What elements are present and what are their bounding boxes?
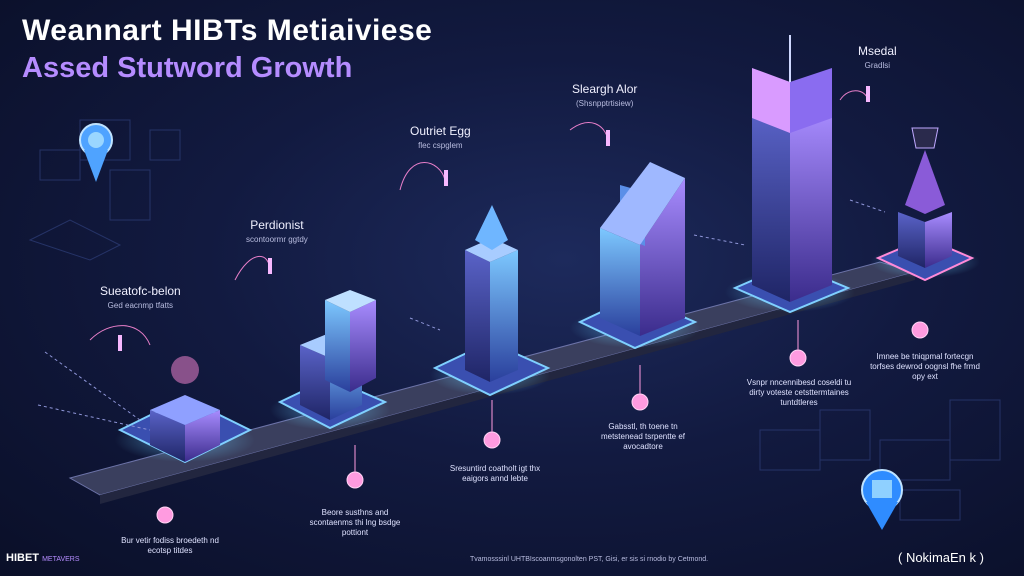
stage-1-label: Sueatofc-belon Ged eacnmp tfatts <box>100 284 181 310</box>
stage-3-desc: Sresuntird coatholt igt thx eaigors annd… <box>449 464 541 483</box>
stage-4-sub: (Shsnpptrtisiew) <box>576 99 634 108</box>
marker-bars <box>118 86 870 351</box>
stage-5-label: Msedal Gradlsi <box>858 44 897 70</box>
stage-dots <box>156 321 929 524</box>
brand-tag: METAVERS <box>42 556 80 563</box>
stage-1-sub: Ged eacnmp tfatts <box>107 301 174 310</box>
footer-brand: HIBET METAVERS <box>6 552 80 564</box>
stage-3-name: Outriet Egg <box>410 124 471 138</box>
footer-caption: Tvamosssinl UHTBIscoanmsgonolten PST, Gi… <box>470 556 709 563</box>
dashed-leaders <box>37 199 886 431</box>
building-stage-6 <box>870 127 980 282</box>
stage-3-label: Outriet Egg flec cspglem <box>410 124 471 150</box>
stage-2-label: Perdionist scontoormr ggtdy <box>246 218 308 244</box>
stage-6-desc: Imnee be tniqpmal fortecgn torfses dewro… <box>870 352 980 381</box>
stage-4-name: Sleargh Alor <box>572 82 638 96</box>
stage-5-desc: Vsnpr nncennibesd coseldi tu dirty votes… <box>746 378 852 407</box>
page-subtitle: Assed Stutword Growth <box>22 52 353 84</box>
building-stage-1 <box>115 356 255 464</box>
location-pin-icon <box>79 123 113 182</box>
stage-1-name: Sueatofc-belon <box>100 284 181 298</box>
stage-4-label: Sleargh Alor (Shsnpptrtisiew) <box>572 82 637 108</box>
building-stage-3 <box>430 205 551 397</box>
stage-2-desc: Beore susthns and scontaenms thi lng bsd… <box>309 508 401 537</box>
stage-4-desc: Gabsstl, th toene tn metstenead tsrpentt… <box>600 422 686 451</box>
stage-2-name: Perdionist <box>250 218 304 232</box>
building-stage-5 <box>725 35 855 314</box>
building-stage-4 <box>570 162 700 350</box>
stage-2-sub: scontoormr ggtdy <box>246 235 308 244</box>
page-title: Weannart HIBTs Metiaiviese <box>22 14 433 47</box>
stage-5-name: Msedal <box>858 44 897 58</box>
brand-name: HIBET <box>6 552 39 564</box>
stage-3-sub: flec cspglem <box>418 141 463 150</box>
location-pin-icon <box>861 469 903 530</box>
footer-credit: ( NokimaEn k ) <box>898 550 984 565</box>
circuit-grid-right <box>759 399 1001 521</box>
circuit-grid-left <box>28 119 181 261</box>
stage-5-sub: Gradlsi <box>864 61 891 70</box>
stage-1-desc: Bur vetir fodiss broedeth nd ecotsp titd… <box>121 536 219 555</box>
building-stage-2 <box>270 290 390 430</box>
